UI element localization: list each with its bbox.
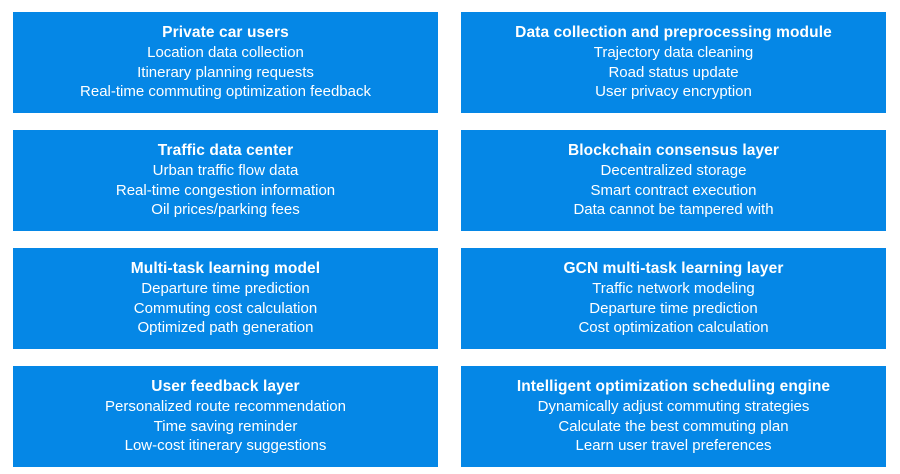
node-line: Dynamically adjust commuting strategies [537,398,810,416]
node-line: User privacy encryption [595,83,752,101]
node-box-user-feedback-layer: User feedback layer Personalized route r… [13,366,438,467]
node-title: Multi-task learning model [130,260,321,278]
node-line: Decentralized storage [600,162,747,180]
node-title: User feedback layer [151,378,300,396]
node-title: Traffic data center [157,142,294,160]
node-line: Calculate the best commuting plan [558,417,789,435]
node-line: Urban traffic flow data [152,162,299,180]
node-line: Oil prices/parking fees [151,201,300,219]
node-line: Trajectory data cleaning [593,44,754,62]
node-box-blockchain-consensus-layer: Blockchain consensus layer Decentralized… [461,130,886,231]
node-line: Optimized path generation [137,319,314,337]
node-line: Road status update [608,63,739,81]
node-line: Real-time congestion information [115,181,336,199]
node-box-multi-task-learning-model: Multi-task learning model Departure time… [13,248,438,349]
node-title: Intelligent optimization scheduling engi… [516,378,831,396]
node-line: Smart contract execution [590,181,757,199]
node-line: Departure time prediction [141,280,310,298]
node-box-gcn-multi-task-learning-layer: GCN multi-task learning layer Traffic ne… [461,248,886,349]
node-box-intelligent-optimization-scheduling-engine: Intelligent optimization scheduling engi… [461,366,886,467]
node-line: Personalized route recommendation [105,398,346,416]
node-line: Learn user travel preferences [575,437,772,455]
node-box-data-collection-and-preprocessing-module: Data collection and preprocessing module… [461,12,886,113]
node-line: Cost optimization calculation [578,319,769,337]
node-title: Blockchain consensus layer [567,142,780,160]
node-box-private-car-users: Private car users Location data collecti… [13,12,438,113]
node-line: Traffic network modeling [592,280,755,298]
node-line: Commuting cost calculation [133,299,318,317]
node-line: Departure time prediction [589,299,758,317]
node-line: Itinerary planning requests [137,63,314,81]
node-line: Time saving reminder [153,417,298,435]
node-line: Low-cost itinerary suggestions [124,437,327,455]
node-line: Location data collection [147,44,304,62]
node-title: Data collection and preprocessing module [515,24,832,42]
node-title: GCN multi-task learning layer [563,260,784,278]
node-line: Data cannot be tampered with [573,201,774,219]
node-title: Private car users [162,24,289,42]
node-box-traffic-data-center: Traffic data center Urban traffic flow d… [13,130,438,231]
node-line: Real-time commuting optimization feedbac… [80,83,371,101]
